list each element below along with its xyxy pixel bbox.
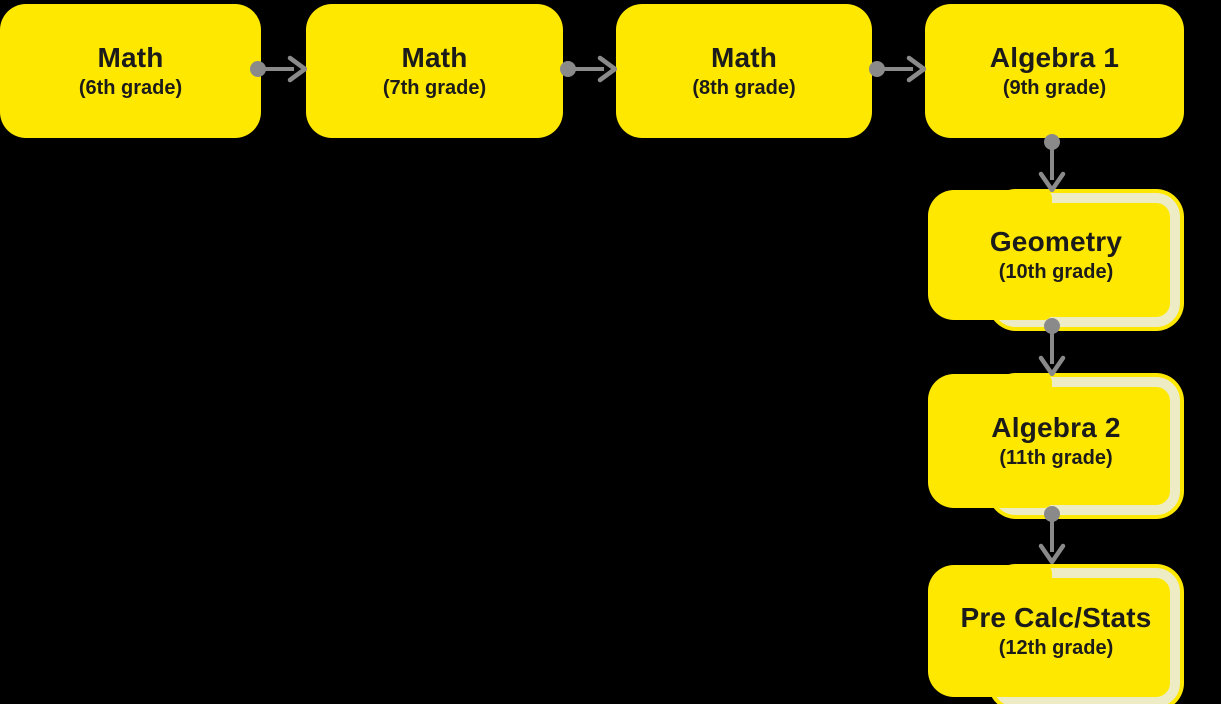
node-title: Algebra 2 [991, 411, 1121, 443]
node-algebra-1-9th-grade[interactable]: Algebra 1 (9th grade) [925, 4, 1184, 138]
node-subtitle: (9th grade) [1002, 77, 1107, 100]
node-title: Algebra 1 [989, 41, 1120, 73]
node-title: Geometry [989, 225, 1123, 257]
node-subtitle: (10th grade) [998, 261, 1114, 284]
node-subtitle: (11th grade) [999, 447, 1113, 470]
edge-math6-to-math7 arrow-right-icon [250, 55, 307, 83]
edge-math7-to-math8 arrow-right-icon [560, 55, 617, 83]
node-algebra-2-11th-grade[interactable]: Algebra 2 (11th grade) [928, 374, 1184, 515]
node-title: Math [401, 41, 468, 73]
node-title: Math [97, 41, 164, 73]
edge-algebra2-to-precalc arrow-down-icon [1038, 506, 1066, 564]
node-subtitle: (6th grade) [78, 77, 183, 100]
node-geometry-10th-grade[interactable]: Geometry (10th grade) [928, 190, 1184, 327]
node-math-7th-grade[interactable]: Math (7th grade) [306, 4, 563, 138]
node-title: Math [710, 41, 778, 73]
node-subtitle: (8th grade) [692, 77, 796, 100]
stacked-card-front [928, 374, 1052, 508]
edge-math8-to-algebra1 arrow-right-icon [869, 55, 926, 83]
stacked-card-front [928, 565, 1052, 697]
stacked-card-front [928, 190, 1052, 320]
node-math-6th-grade[interactable]: Math (6th grade) [0, 4, 261, 138]
node-subtitle: (12th grade) [998, 637, 1114, 660]
node-pre-calc-stats-12th-grade[interactable]: Pre Calc/Stats (12th grade) [928, 565, 1184, 704]
edge-geometry-to-algebra2 arrow-down-icon [1038, 318, 1066, 376]
node-math-8th-grade[interactable]: Math (8th grade) [616, 4, 872, 138]
node-title: Pre Calc/Stats [960, 601, 1152, 633]
edge-algebra1-to-geometry arrow-down-icon [1038, 134, 1066, 192]
node-subtitle: (7th grade) [382, 77, 487, 100]
